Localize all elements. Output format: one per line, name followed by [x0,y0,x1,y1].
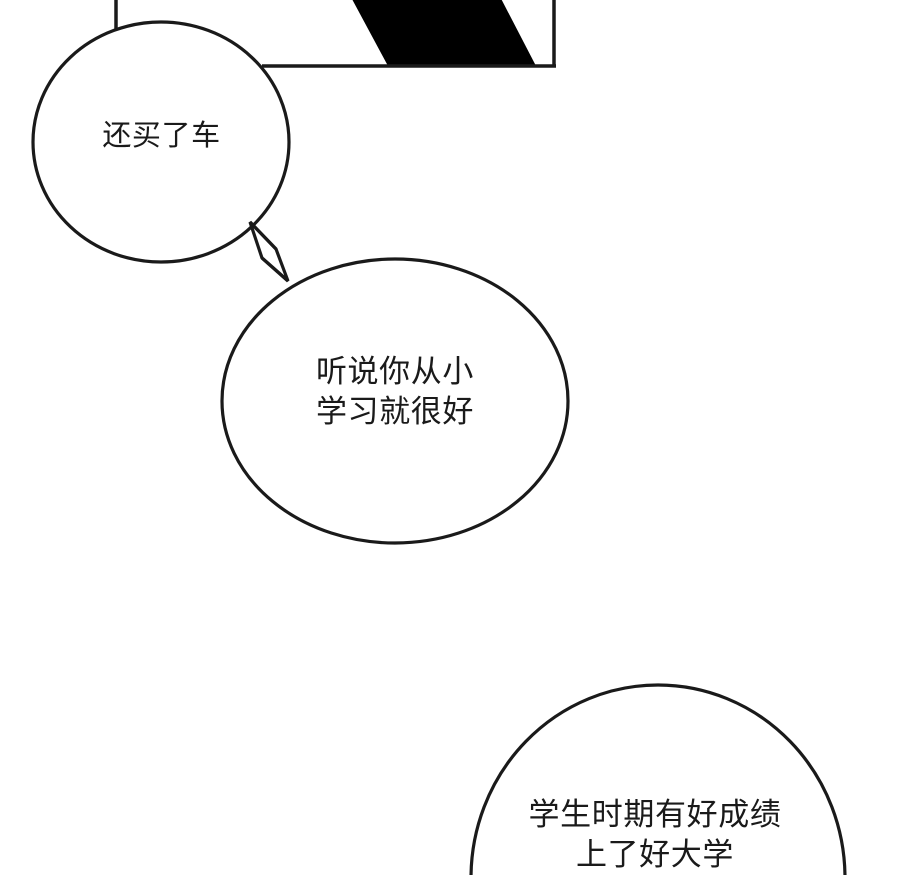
panel-black-diagonal-stripe [352,0,536,66]
speech-bubble-3[interactable] [469,683,847,875]
bubble-connector-overlay [248,220,290,283]
speech-bubble-1-outline[interactable] [31,20,291,264]
speech-bubble-2[interactable] [220,257,570,545]
bubble-connector-lower-edge [260,256,290,283]
bubble-connector-upper-edge [248,220,278,251]
speech-bubble-3-outline[interactable] [469,683,847,875]
speech-bubble-2-outline[interactable] [220,257,570,545]
speech-bubble-1[interactable] [31,20,291,264]
